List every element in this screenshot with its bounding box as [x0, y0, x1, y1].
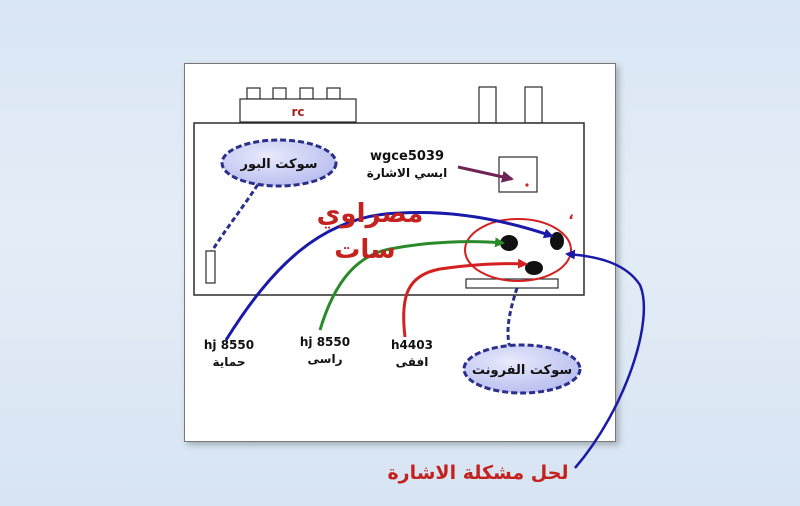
power-callout-tail — [210, 177, 264, 252]
fix-caption: لحل مشكلة الاشارة — [387, 462, 568, 484]
component-role-2: راسى — [308, 352, 343, 366]
power-socket-label: سوكت البور — [239, 157, 317, 172]
ic-pointer-arrow — [457, 165, 514, 183]
blue-wire-protection — [224, 211, 554, 341]
brand-line-2: سات — [334, 235, 395, 265]
power-socket-component — [205, 250, 216, 284]
rc-connector: rc — [239, 87, 357, 123]
brand-line-1: مصراوي — [317, 199, 424, 229]
blue-wire-fix — [565, 249, 646, 469]
rc-label: rc — [291, 105, 304, 119]
chip-label: wgce5039 — [370, 149, 444, 164]
green-wire-vertical — [318, 237, 505, 331]
component-role-3: افقى — [396, 355, 429, 369]
power-socket-callout: سوكت البور — [220, 138, 338, 188]
component-part-3: h4403 — [391, 338, 433, 352]
component-part-1: hj 8550 — [204, 338, 254, 352]
red-wire-horizontal — [402, 258, 528, 338]
front-socket-callout: سوكت الفرونت — [462, 343, 582, 395]
chip-description: ايسي الاشارة — [367, 166, 448, 180]
front-socket-bar — [465, 278, 559, 289]
transistor-horizontal — [525, 261, 543, 275]
component-part-2: hj 8550 — [300, 335, 350, 349]
signal-ic-box — [498, 156, 538, 193]
antenna-connectors — [478, 86, 543, 124]
front-callout-tail — [506, 287, 519, 349]
component-role-1: حماية — [213, 355, 246, 369]
front-socket-label: سوكت الفرونت — [472, 363, 572, 378]
accent-mark: ، — [568, 207, 573, 223]
